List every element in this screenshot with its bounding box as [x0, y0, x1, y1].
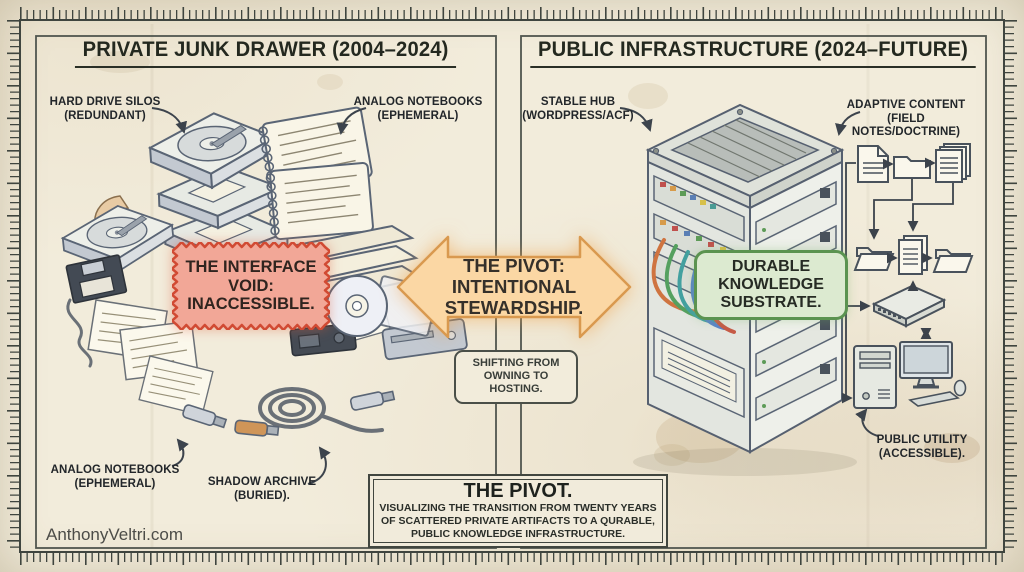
document-stack-icon	[898, 235, 928, 275]
footer-title: THE PIVOT.	[463, 480, 573, 503]
keyboard-icon	[908, 391, 960, 407]
cable-coil	[66, 298, 384, 433]
interface-void-text: THE INTERFACE VOID: INACCESSIBLE.	[185, 258, 317, 314]
label-analog-notebooks-top: ANALOG NOTEBOOKS (EPHEMERAL)	[353, 96, 483, 122]
floppy-disk	[65, 254, 128, 304]
folder-icon	[893, 156, 931, 179]
label-public-utility: PUBLIC UTILITY (ACCESSIBLE).	[876, 434, 968, 460]
footer-line: OF SCATTERED PRIVATE ARTIFACTS TO A QURA…	[381, 515, 655, 528]
flowchart-illustration	[842, 143, 973, 409]
ruler-border	[7, 7, 1017, 565]
interface-void-badge: THE INTERFACE VOID: INACCESSIBLE.	[172, 242, 330, 330]
open-folder-icon	[854, 247, 894, 271]
footer-line: PUBLIC KNOWLEDGE INFRASTRUCTURE.	[410, 527, 626, 540]
label-shadow-archive: SHADOW ARCHIVE (BURIED).	[207, 476, 317, 502]
footer-line: VISUALIZING THE TRANSITION FROM TWENTY Y…	[379, 502, 657, 515]
shifting-note-box: SHIFTING FROM OWNING TO HOSTING.	[454, 350, 578, 404]
left-panel-title: PRIVATE JUNK DRAWER (2004–2024)	[36, 38, 496, 68]
label-analog-notebooks-bottom: ANALOG NOTEBOOKS (EPHEMERAL)	[50, 464, 180, 490]
label-stable-hub: STABLE HUB (WORDPRESS/ACF)	[522, 96, 634, 122]
right-panel-title: PUBLIC INFRASTRUCTURE (2024–FUTURE)	[521, 38, 986, 68]
label-adaptive-content: ADAPTIVE CONTENT (FIELD NOTES/DOCTRINE)	[846, 99, 966, 139]
patch-panel-leds	[660, 182, 726, 252]
mouse-icon	[953, 379, 967, 397]
usb-stick	[349, 388, 396, 412]
red-badge-zigzag	[172, 242, 330, 330]
zigzag-stamp-border	[172, 242, 330, 330]
spiral-notebook	[264, 161, 375, 241]
pivot-arrow	[396, 235, 632, 339]
footer-pivot-box: THE PIVOT. VISUALIZING THE TRANSITION FR…	[368, 474, 668, 548]
label-arrows	[151, 107, 879, 485]
durable-substrate-badge: DURABLE KNOWLEDGE SUBSTRATE.	[694, 250, 848, 320]
network-switch-icon	[873, 285, 945, 327]
watermark-url: AnthonyVeltri.com	[46, 525, 184, 544]
pivot-arrow-text: THE PIVOT: INTENTIONAL STEWARDSHIP.	[444, 255, 584, 319]
document-stack-icon	[935, 143, 971, 183]
footer-pivot-inner: THE PIVOT. VISUALIZING THE TRANSITION FR…	[373, 479, 663, 543]
monitor-icon	[898, 340, 954, 389]
document-icon	[857, 145, 889, 183]
label-hard-drive-silos: HARD DRIVE SILOS (REDUNDANT)	[49, 96, 161, 122]
open-folder-icon	[933, 249, 973, 273]
junk-pile-illustration	[59, 105, 468, 439]
desktop-tower-icon	[853, 345, 897, 409]
